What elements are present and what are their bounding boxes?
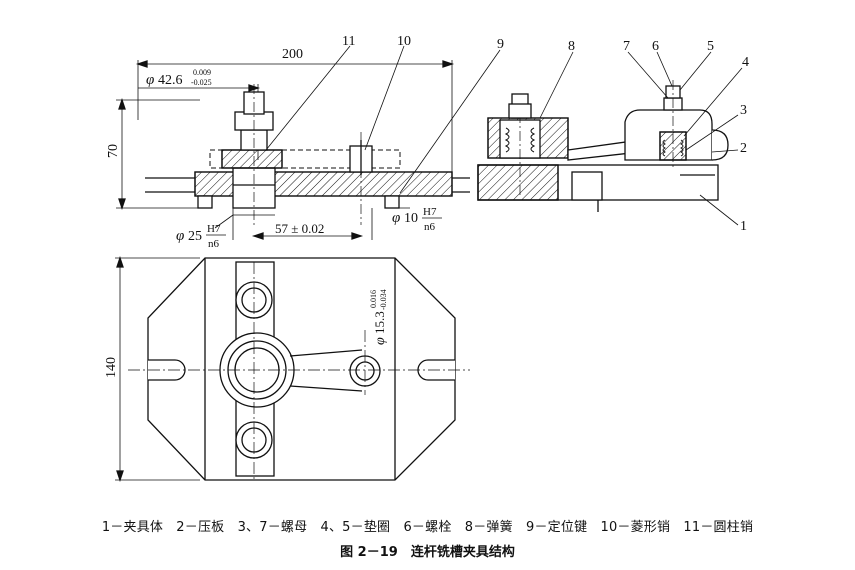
- dim-10: 10: [404, 211, 418, 226]
- callout-7: 7: [623, 39, 630, 54]
- plan-view: [115, 255, 470, 483]
- dim-15-3-upper: 0.016: [369, 290, 378, 308]
- dim-phi-symbol-c: φ: [392, 210, 400, 226]
- callout-8: 8: [568, 39, 575, 54]
- dim-70: 70: [106, 144, 121, 158]
- figure-caption: 图 2－19 连杆铣槽夹具结构: [340, 545, 515, 560]
- callout-2: 2: [740, 141, 747, 156]
- callout-4: 4: [742, 55, 749, 70]
- fit-n6-a: n6: [208, 238, 220, 250]
- callout-11: 11: [342, 34, 355, 49]
- callout-3: 3: [740, 103, 747, 118]
- dim-phi-symbol-a: φ: [146, 72, 154, 88]
- dim-200: 200: [282, 47, 303, 62]
- dim-42-6-upper: 0.009: [193, 68, 211, 77]
- dim-42-6: 42.6: [158, 73, 183, 88]
- fit-n6-b: n6: [424, 221, 436, 233]
- callout-6: 6: [652, 39, 659, 54]
- dim-25: 25: [188, 229, 202, 244]
- callout-9: 9: [497, 37, 504, 52]
- callout-1: 1: [740, 219, 747, 234]
- parts-legend: 1－夹具体 2－压板 3、7－螺母 4、5－垫圈 6－螺栓 8－弹簧 9－定位键…: [101, 520, 754, 535]
- dim-42-6-lower: -0.025: [191, 78, 212, 87]
- fit-h7-b: H7: [423, 206, 437, 218]
- callout-5: 5: [707, 39, 714, 54]
- dim-140: 140: [104, 357, 119, 378]
- side-section-view: [477, 51, 743, 226]
- dim-15-3-lower: -0.034: [379, 289, 388, 310]
- dim-57: 57 ± 0.02: [275, 221, 324, 236]
- dim-phi-symbol-b: φ: [176, 228, 184, 244]
- callout-10: 10: [397, 34, 411, 49]
- dim-15-3: 15.3: [372, 311, 387, 334]
- fit-h7-a: H7: [207, 223, 221, 235]
- dim-phi-symbol-d: φ: [373, 337, 388, 345]
- front-section-view: [116, 45, 501, 240]
